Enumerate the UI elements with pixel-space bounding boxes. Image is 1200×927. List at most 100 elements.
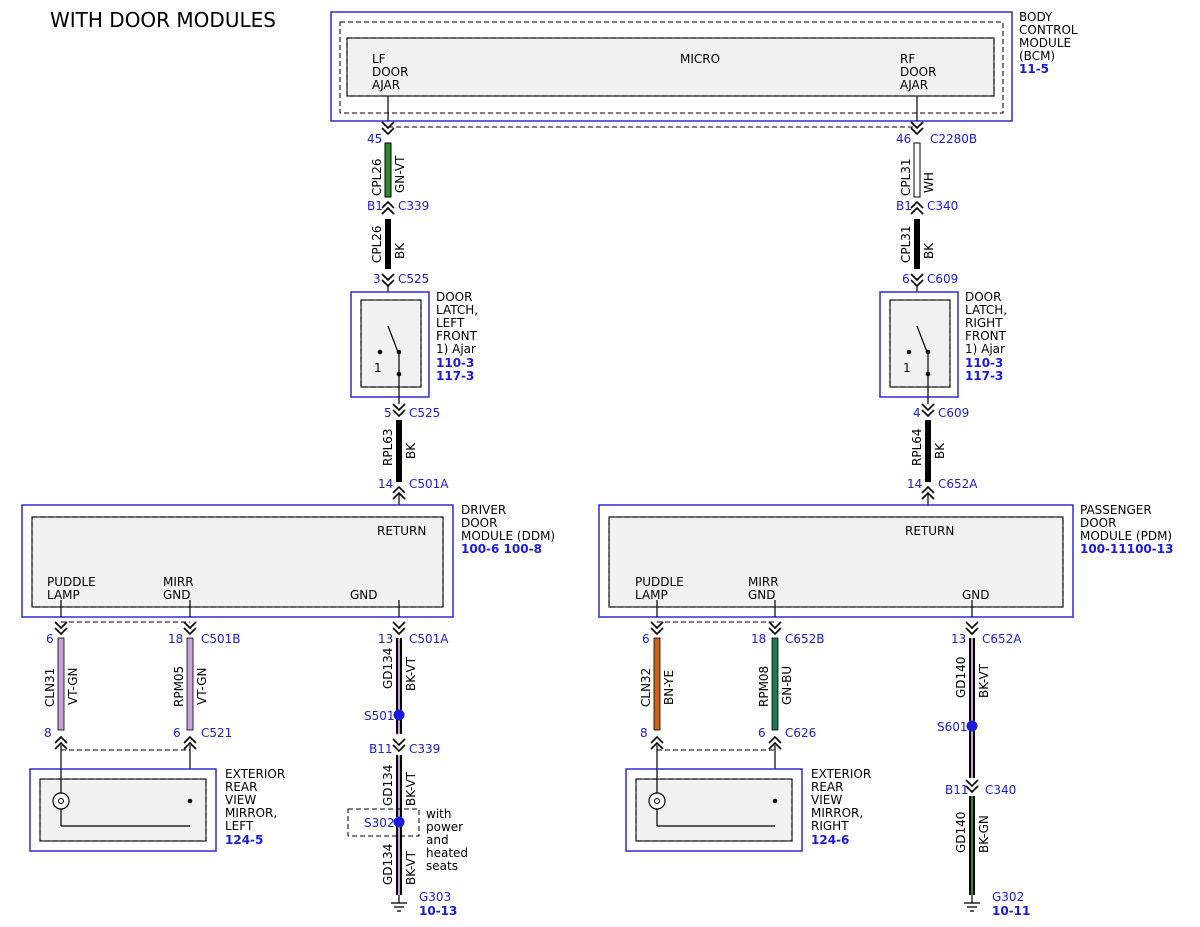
pin-b1-c339: B1 [367,199,383,213]
wire-cln31-vtgn[interactable] [57,637,65,731]
ddm-ref-link[interactable]: 100-6 100-8 [461,542,542,556]
mirror-right-name-1: EXTERIOR [811,767,871,781]
bcm-lf-label-3: AJAR [372,78,400,92]
s302-note-2: power [426,820,463,834]
bcm-name-4: (BCM) [1019,49,1055,63]
wire-gd134-color-2: BK-VT [404,771,418,806]
conn-c501b: C501B [201,632,241,646]
mirror-right-name-3: VIEW [811,793,842,807]
latch-right-name-2: LATCH, [965,303,1007,317]
s302-note-3: and [426,833,449,847]
latch-right-name-4: FRONT [965,329,1007,343]
wire-cpl26-bk-label: CPL26 [370,225,384,263]
splice-s601-label: S601 [937,720,968,734]
latch-right-ref-2[interactable]: 117-3 [965,369,1003,383]
bcm-ref-link[interactable]: 11-5 [1019,62,1049,76]
wire-bk-label: BK [393,242,407,259]
wire-gd134-color-3: BK-VT [404,850,418,885]
pin-46: 46 [896,132,911,146]
pdm-name-3: MODULE (PDM) [1080,529,1172,543]
pdm-mirr-label-1: MIRR [748,575,779,589]
latch-left-name-2: LATCH, [436,303,478,317]
lamp-icon [52,792,70,810]
pin-8-mirror-l: 8 [44,726,52,740]
mirror-left-name-5: LEFT [225,819,254,833]
latch-left-ref-2[interactable]: 117-3 [436,369,474,383]
pdm-return-label: RETURN [905,524,954,538]
mirror-left-ref[interactable]: 124-5 [225,833,263,847]
wire-cpl31-bk[interactable] [914,219,920,269]
mirror-right-name-4: MIRROR, [811,806,863,820]
wire-rpl64-color: BK [933,442,947,459]
diagram-title: WITH DOOR MODULES [50,8,276,32]
splice-s302[interactable] [393,816,405,828]
conn-c340: C340 [927,199,958,213]
pin-45: 45 [367,132,382,146]
wire-cpl31-wh[interactable] [913,142,921,198]
s302-note-1: with [426,807,451,821]
wire-cln31-label: CLN31 [43,668,57,707]
ddm-name-1: DRIVER [461,503,506,517]
latch-right-ref-1[interactable]: 110-3 [965,356,1003,370]
bcm-rf-label-3: AJAR [900,78,928,92]
pin-5-c525: 5 [384,406,392,420]
wire-rpl63-bk[interactable] [396,420,402,482]
wire-rpm05-label: RPM05 [172,666,186,707]
wire-cpl26-label: CPL26 [370,158,384,196]
wire-cln32-label: CLN32 [639,668,653,707]
mirror-left-name-3: VIEW [225,793,256,807]
pin-b1-c340: B1 [896,199,912,213]
bcm-module: MICRO LF DOOR AJAR RF DOOR AJAR BODY CON… [330,10,1078,122]
wire-gd140-label-2: GD140 [954,812,968,853]
latch-right-name-3: RIGHT [965,316,1003,330]
wire-rpm08-gnbu[interactable] [771,637,779,731]
mirror-left-name-2: REAR [225,780,257,794]
ddm-puddle-label-1: PUDDLE [47,575,96,589]
ddm-mirr-label-1: MIRR [163,575,194,589]
conn-c609-top: C609 [927,272,958,286]
mirror-right-ref[interactable]: 124-6 [811,833,849,847]
wire-wh-label: WH [922,172,936,193]
pin-14-c501a: 14 [378,477,393,491]
wire-rpm05-vtgn[interactable] [186,637,194,731]
ground-g302-ref[interactable]: 10-11 [992,904,1030,918]
latch-right-switch-num: 1 [903,361,911,375]
conn-c652a-top: C652A [938,477,978,491]
ground-g303-ref[interactable]: 10-13 [419,904,457,918]
ddm-name-3: MODULE (DDM) [461,529,555,543]
pin-6-c609: 6 [902,272,910,286]
conn-c2280b: C2280B [930,132,977,146]
splice-s601[interactable] [966,720,978,732]
latch-left-name-3: LEFT [436,316,465,330]
wire-cpl26-gnvt[interactable] [384,142,392,198]
ddm-lower-circuits: 6 CLN31 VT-GN 8 18 C501B RPM05 VT-GN 6 C… [43,621,241,826]
bcm-micro-label: MICRO [680,52,720,66]
latch-right-name-1: DOOR [965,290,1001,304]
wire-cln32-color: BN-YE [662,670,676,705]
wire-cln32-bnye[interactable] [653,637,661,731]
wire-cln31-color: VT-GN [66,668,80,705]
wire-gd140-label-1: GD140 [954,657,968,698]
conn-c525-top: C525 [398,272,429,286]
conn-c626: C626 [785,726,816,740]
latch-left-ref-1[interactable]: 110-3 [436,356,474,370]
wire-gd140-color-2: BK-GN [977,815,991,853]
wire-cpl31-label: CPL31 [899,158,913,196]
bcm-lf-label-2: DOOR [372,65,408,79]
wire-gnvt-label: GN-VT [393,155,407,193]
pin-6-mirror-r: 6 [758,726,766,740]
wire-gd134-label-2: GD134 [381,765,395,806]
conn-c501a-top: C501A [409,477,449,491]
pdm-ref-link[interactable]: 100-11100-13 [1080,542,1173,556]
wire-rpl64-bk[interactable] [925,420,931,482]
pdm-puddle-label-2: LAMP [635,588,668,602]
splice-s501[interactable] [393,709,405,721]
door-latch-right: 1 DOOR LATCH, RIGHT FRONT 1) Ajar 110-3 … [879,290,1007,404]
pin-18-ddm-mirr: 18 [168,632,183,646]
ddm-return-label: RETURN [377,524,426,538]
wire-cpl26-bk[interactable] [385,219,391,269]
pdm-mirr-label-2: GND [748,588,776,602]
pdm-lower-circuits: 6 CLN32 BN-YE 8 18 C652B RPM08 GN-BU 6 C… [639,621,825,826]
wire-gd134-label-3: GD134 [381,844,395,885]
